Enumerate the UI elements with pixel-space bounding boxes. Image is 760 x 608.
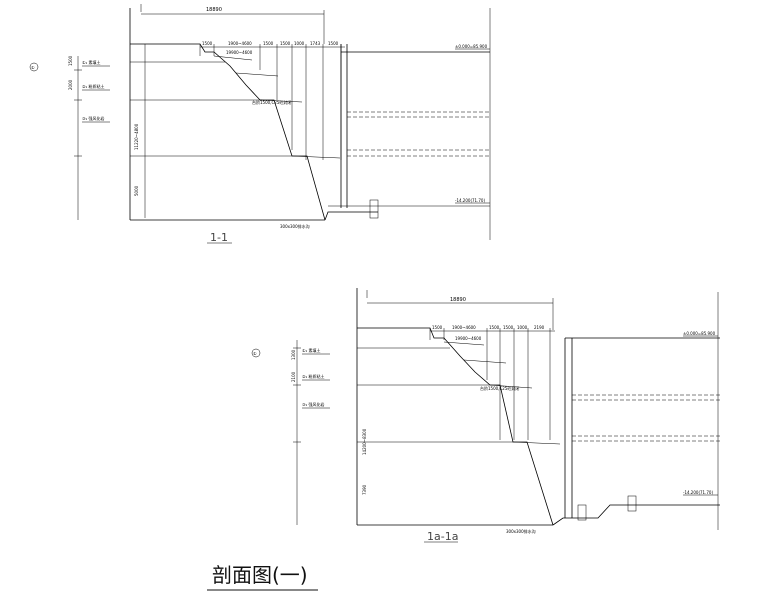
layer-label-2: ②₁ 粉质粘土: [82, 83, 104, 89]
top-dimension-label: 18890: [206, 7, 222, 13]
side-dimensions: 1500 2000 11220~4800 5000: [68, 55, 139, 220]
excavation-slope-profile: [130, 43, 326, 221]
section-symbol-circle: [251, 348, 261, 358]
segment-dim-2: 1900~4600: [228, 41, 252, 46]
svg-text:5000: 5000: [134, 185, 139, 196]
svg-text:2000: 2000: [68, 79, 73, 90]
base-slab-box: [577, 504, 587, 521]
segment-dim-1: 1500: [202, 41, 213, 46]
side-dimensions: 1300 2100 14200~8300 7390: [291, 340, 367, 525]
svg-text:1000: 1000: [517, 325, 528, 330]
layer-label-1: ①₁ 素填土: [82, 59, 100, 65]
svg-text:14200~8300: 14200~8300: [362, 428, 367, 455]
svg-text:1500: 1500: [489, 325, 500, 330]
level-top-label: ±0.000=85.900: [683, 331, 716, 336]
svg-text:1500: 1500: [68, 55, 73, 66]
svg-text:1300: 1300: [291, 349, 296, 360]
toe-label: 300x300排水沟: [506, 528, 536, 534]
berm-label: 台阶1500,C25砼封闭: [252, 99, 291, 105]
mid-dimension: 19900~4600: [455, 336, 482, 341]
segment-dim-5: 1000: [294, 41, 305, 46]
toe-label: 300x300排水沟: [280, 223, 310, 229]
base-slab-line: [552, 504, 720, 526]
segment-dim-7: 1500: [328, 41, 339, 46]
excavation-slope-profile: [357, 327, 554, 526]
segment-dim-4: 1500: [280, 41, 291, 46]
base-slab-box-2: [627, 495, 637, 512]
segment-dim-3: 1500: [263, 41, 274, 46]
section-symbol: ①: [31, 65, 35, 70]
layer-label-1: ①₁ 素填土: [302, 347, 320, 353]
level-bottom-label: -14.200(71.70): [455, 198, 485, 203]
svg-text:2100: 2100: [291, 371, 296, 382]
section-label-1-1: 1-1: [210, 231, 228, 244]
svg-text:2190: 2190: [534, 325, 545, 330]
berm-label: 台阶1500,C25砼封闭: [480, 385, 519, 391]
soil-nail-lines: [443, 341, 561, 445]
layer-label-2: ②₁ 粉质粘土: [302, 373, 324, 379]
top-dimension-label: 18890: [450, 297, 466, 303]
svg-text:1900~4600: 1900~4600: [452, 325, 476, 330]
segment-ticks: [429, 328, 551, 440]
segment-dim-6: 1743: [310, 41, 321, 46]
svg-text:7390: 7390: [362, 484, 367, 495]
section-1-1: 18890 1500 1900~4600 1500 1500 1000 1743…: [29, 4, 491, 244]
layer-label-3: ③₁ 强风化岩: [82, 115, 104, 121]
section-label-1a-1a: 1a-1a: [427, 530, 458, 543]
svg-text:11220~4800: 11220~4800: [134, 123, 139, 150]
mid-dimension: 19900~4600: [226, 50, 253, 55]
drawing-title: 剖面图(一): [212, 563, 308, 587]
section-1a-1a: 18890 1500 1900~4600 1500 1500 1000 2190: [251, 288, 720, 543]
level-top-label: ±0.000=85.900: [455, 44, 488, 49]
svg-text:1500: 1500: [432, 325, 443, 330]
base-slab-line: [324, 211, 378, 221]
base-slab-box: [369, 199, 379, 219]
section-symbol-circle: [29, 62, 39, 72]
layer-label-3: ③₁ 强风化岩: [302, 401, 324, 407]
svg-text:1500: 1500: [503, 325, 514, 330]
level-bottom-label: -14.200(71.70): [683, 490, 713, 495]
soil-nail-lines: [213, 55, 341, 159]
section-symbol: ①: [253, 351, 257, 356]
